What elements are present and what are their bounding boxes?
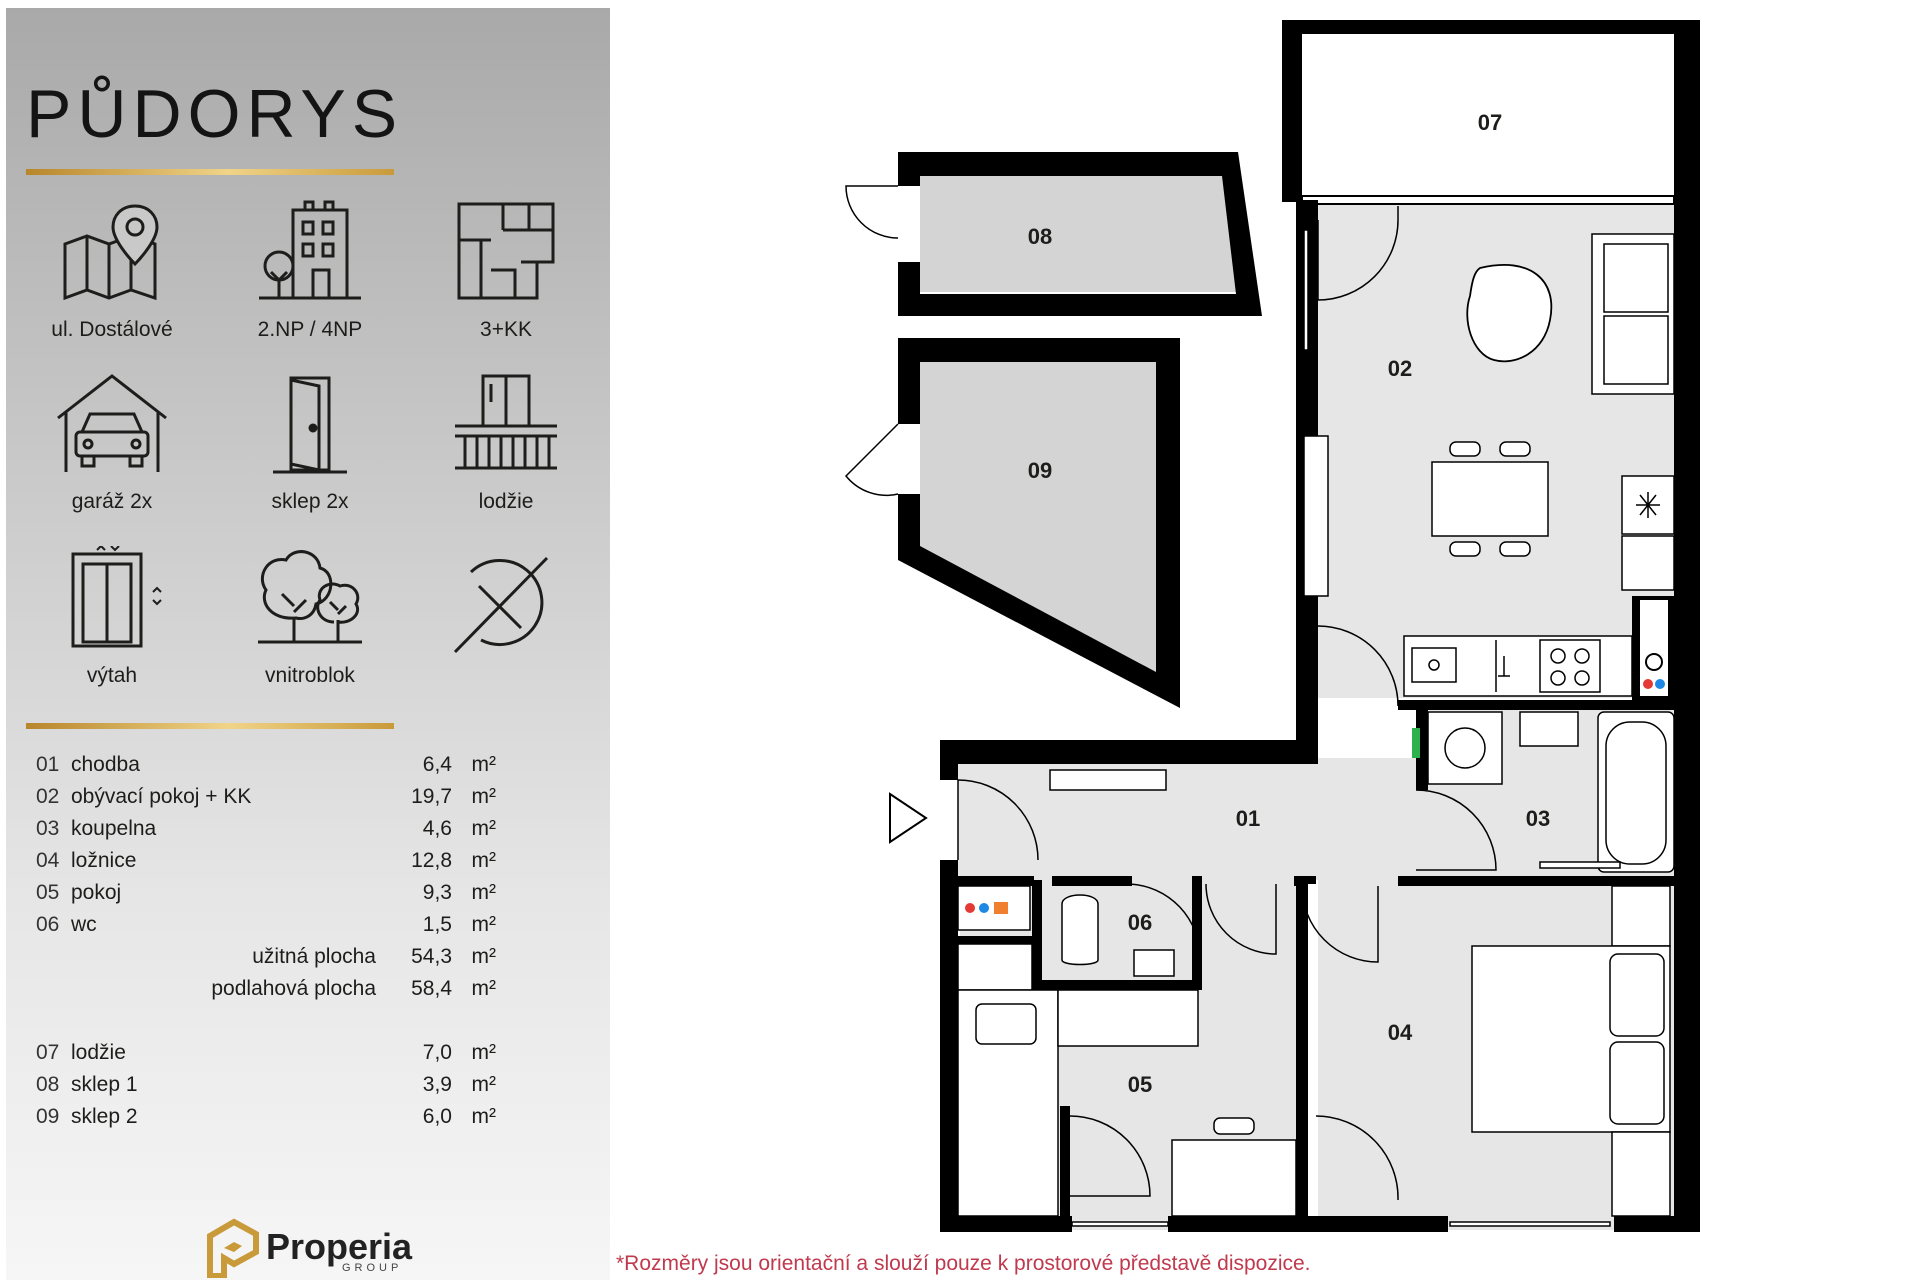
floorplan-icon [457, 202, 555, 300]
room-label-02: 02 [1388, 356, 1412, 381]
cellar-08-walls [845, 152, 1262, 316]
room-label-05: 05 [1128, 1072, 1152, 1097]
balcony-icon [455, 374, 557, 470]
loggia-07 [1282, 20, 1700, 205]
feature-label: garáž 2x [71, 490, 153, 513]
bathroom-fixtures [1412, 711, 1675, 873]
room-label-08: 08 [1028, 224, 1052, 249]
feature-label: 2.NP / 4NP [257, 318, 363, 341]
feature-courtyard: vnitroblok [210, 546, 410, 688]
entrance-door [889, 779, 1039, 861]
feature-garage: garáž 2x [12, 372, 212, 514]
cold-water-icon [1655, 679, 1665, 689]
feature-floor: 2.NP / 4NP [210, 200, 410, 342]
trees-icon [258, 550, 362, 644]
room-label-07: 07 [1478, 110, 1502, 135]
apartment-walls [940, 200, 1700, 1232]
gold-divider-top [26, 169, 394, 175]
garage-car-icon [57, 374, 167, 472]
room-label-09: 09 [1028, 458, 1052, 483]
feature-label: sklep 2x [271, 490, 349, 513]
brand-sub: GROUP [342, 1262, 403, 1274]
map-pin-icon [63, 204, 159, 301]
cellar-09-walls [844, 338, 1180, 708]
room-label-04: 04 [1388, 1020, 1413, 1045]
feature-location: ul. Dostálové [12, 200, 212, 342]
room-label-01: 01 [1236, 806, 1260, 831]
building-icon [259, 200, 361, 300]
page-title: PŮDORYS [26, 76, 404, 152]
hot-water-icon [1643, 679, 1653, 689]
living-furniture [1431, 233, 1675, 557]
feature-elevator: výtah [12, 546, 212, 688]
room-label-03: 03 [1526, 806, 1550, 831]
entrance-arrow-icon [889, 792, 928, 844]
brand-name: Properia [266, 1226, 413, 1267]
feature-label: výtah [86, 664, 138, 687]
windows [1049, 229, 1611, 1227]
feature-label: lodžie [478, 490, 534, 513]
elevator-icon [71, 546, 162, 648]
cellar-fill [920, 172, 1240, 686]
compass-north-icon [453, 556, 549, 654]
utility-shaft [1640, 600, 1668, 696]
feature-label: 3+KK [480, 318, 532, 341]
disclaimer-note: *Rozměry jsou orientační a slouží pouze … [616, 1252, 1311, 1275]
feature-label: vnitroblok [265, 664, 355, 687]
doors [1069, 206, 1497, 1201]
feature-compass [406, 546, 606, 656]
gold-divider-bottom [26, 723, 394, 729]
properia-logo-icon [207, 1218, 259, 1278]
feature-balcony: lodžie [406, 372, 606, 514]
feature-layout: 3+KK [406, 200, 606, 342]
cellar-door-icon [273, 376, 347, 474]
room05-furniture [957, 885, 1297, 1217]
meter-icon [1645, 653, 1663, 671]
feature-cellar: sklep 2x [210, 372, 410, 514]
room-labels: 07 08 09 02 01 03 06 04 05 [1028, 110, 1550, 1097]
room-label-06: 06 [1128, 910, 1152, 935]
wc-fixtures [1061, 894, 1175, 977]
feature-label: ul. Dostálové [51, 318, 173, 341]
kitchen-counter [1403, 475, 1675, 697]
bedroom-furniture [1471, 885, 1671, 1217]
